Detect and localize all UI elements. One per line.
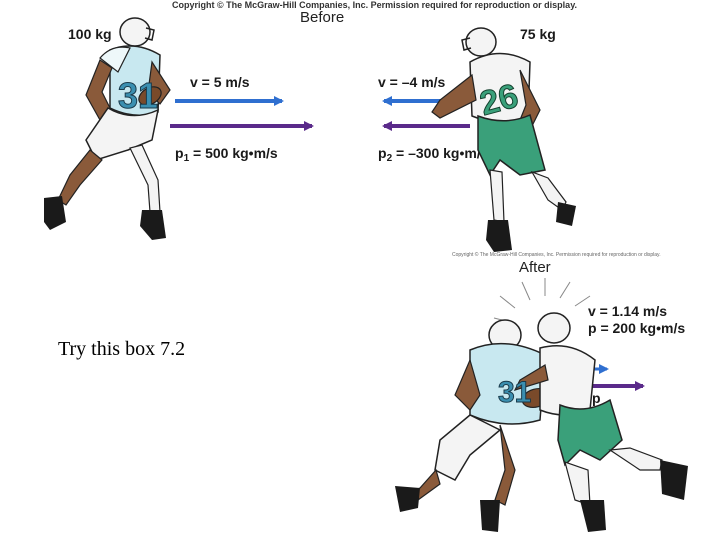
copyright-notice: Copyright © The McGraw-Hill Companies, I… <box>172 0 578 10</box>
copyright-notice-small: Copyright © The McGraw-Hill Companies, I… <box>452 252 661 258</box>
left-velocity-label: v = 5 m/s <box>190 74 250 90</box>
left-momentum-label: p1 = 500 kg•m/s <box>175 145 278 164</box>
right-momentum-symbol: p <box>378 145 387 161</box>
left-momentum-symbol: p <box>175 145 184 161</box>
left-player-mass: 100 kg <box>68 26 112 42</box>
player-26-figure <box>431 27 576 252</box>
after-players-figure <box>395 312 688 532</box>
after-momentum-label: p = 200 kg•m/s <box>588 320 686 336</box>
before-heading: Before <box>300 9 345 26</box>
collision-burst <box>493 278 591 323</box>
right-velocity-label: v = –4 m/s <box>378 74 446 90</box>
right-momentum-subscript: 2 <box>386 153 393 164</box>
after-p-label: p <box>592 390 601 406</box>
right-momentum-label: p2 = –300 kg•m/s <box>378 145 488 164</box>
right-momentum-value: = –300 kg•m/s <box>392 145 489 161</box>
after-jersey-number: 31 <box>498 376 531 409</box>
after-velocity-label: v = 1.14 m/s <box>588 303 668 319</box>
player-31-jersey-number: 31 <box>118 75 158 116</box>
caption-text: Try this box 7.2 <box>58 338 186 360</box>
left-momentum-subscript: 1 <box>183 153 190 164</box>
after-heading: After <box>519 259 551 276</box>
right-player-mass: 75 kg <box>520 26 556 42</box>
player-31-figure <box>44 17 171 240</box>
left-momentum-value: = 500 kg•m/s <box>189 145 278 161</box>
